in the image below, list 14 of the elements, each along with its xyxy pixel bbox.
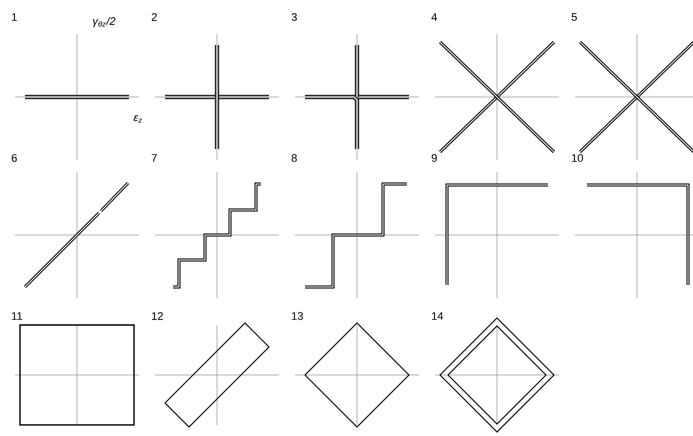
panel-number: 9 [432,154,437,162]
panel-number: 14 [432,312,444,320]
panel-number: 5 [572,13,577,21]
panel-number: 12 [152,312,163,320]
panel-number: 11 [12,312,22,320]
panel-number: 6 [12,154,17,162]
panel-number: 13 [292,312,303,320]
panel-number: 1 [12,13,17,21]
panel-number: 3 [292,13,297,21]
axis-label: γ$_{θz}$/2 [93,16,116,28]
axis-label: ε$_{z}$ [134,115,142,123]
panel-number: 2 [152,13,157,21]
panel-number: 4 [431,13,437,21]
panel-number: 10 [572,154,583,162]
